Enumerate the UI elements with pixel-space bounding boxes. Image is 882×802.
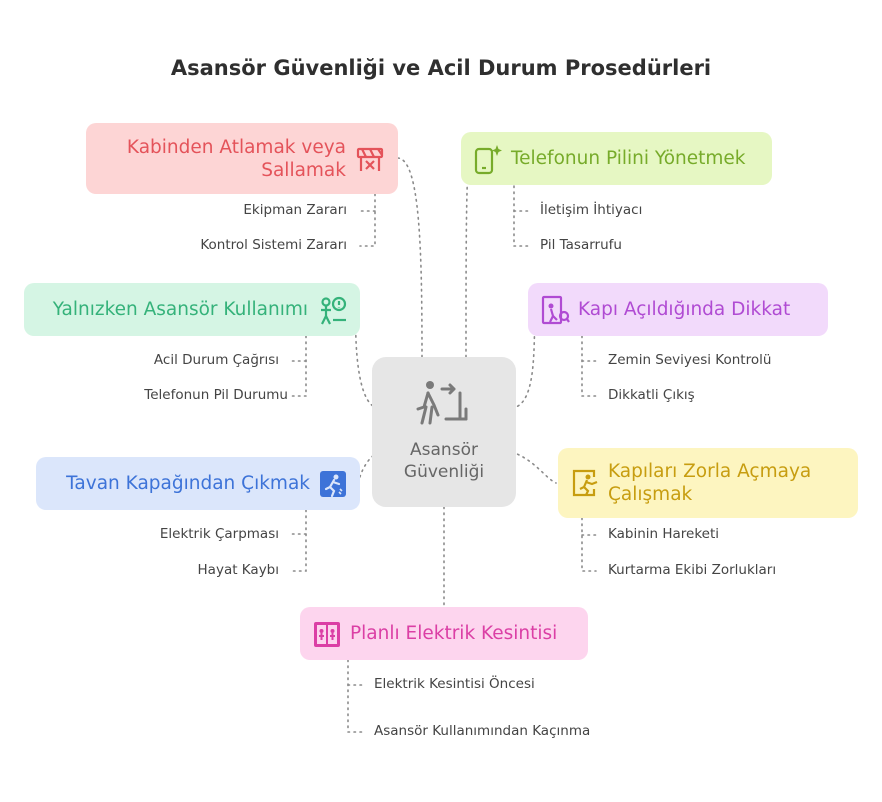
- exit-door-icon: [572, 469, 598, 497]
- branch-force-line2: Çalışmak: [608, 484, 693, 505]
- leaf-door-1: Zemin Seviyesi Kontrolü: [608, 352, 772, 368]
- center-label-line2: Güvenliği: [403, 462, 485, 482]
- branch-force: Kapıları Zorla Açmaya Çalışmak: [558, 448, 858, 518]
- branch-door-label: Kapı Açıldığında Dikkat: [578, 299, 791, 320]
- elevator-panel-icon: [314, 621, 340, 647]
- phone-sparkle-icon: [474, 144, 502, 174]
- diagram-title: Asansör Güvenliği ve Acil Durum Prosedür…: [170, 56, 712, 80]
- elevator-person-icon: [416, 381, 468, 425]
- branch-power-label: Planlı Elektrik Kesintisi: [350, 623, 558, 644]
- leaf-force-1: Kabinin Hareketi: [608, 526, 720, 542]
- branch-ceiling-label: Tavan Kapağından Çıkmak: [66, 473, 310, 494]
- branch-force-line1: Kapıları Zorla Açmaya: [608, 461, 812, 482]
- leaf-jump-2: Kontrol Sistemi Zararı: [200, 237, 347, 253]
- branch-alone: Yalnızken Asansör Kullanımı: [24, 283, 360, 336]
- leaf-ceiling-2: Hayat Kaybı: [197, 562, 279, 578]
- leaf-ceiling-1: Elektrik Çarpması: [159, 526, 279, 542]
- leaf-force-2: Kurtarma Ekibi Zorlukları: [608, 562, 777, 578]
- center-node: Asansör Güvenliği: [372, 357, 516, 507]
- leaf-alone-1: Acil Durum Çağrısı: [153, 352, 279, 368]
- leaf-door-2: Dikkatli Çıkış: [608, 387, 695, 403]
- branch-ceiling: Tavan Kapağından Çıkmak: [36, 457, 360, 510]
- branch-alone-label: Yalnızken Asansör Kullanımı: [52, 299, 308, 320]
- branch-phone-label: Telefonun Pilini Yönetmek: [511, 148, 746, 169]
- leaf-jump-1: Ekipman Zararı: [243, 202, 347, 218]
- branch-power: Planlı Elektrik Kesintisi: [300, 607, 588, 660]
- branch-phone: Telefonun Pilini Yönetmek: [461, 132, 772, 185]
- climbing-person-icon: [320, 470, 346, 497]
- leaf-power-2: Asansör Kullanımından Kaçınma: [374, 723, 591, 739]
- center-label-line1: Asansör: [410, 440, 478, 460]
- door-person-icon: [541, 295, 570, 324]
- leaf-alone-2: Telefonun Pil Durumu: [144, 387, 288, 403]
- leaf-phone-1: İletişim İhtiyacı: [540, 202, 643, 218]
- warning-barrier-icon: [356, 147, 384, 171]
- branch-jump-line2: Sallamak: [261, 159, 346, 181]
- leaf-power-1: Elektrik Kesintisi Öncesi: [374, 676, 535, 692]
- branch-jump: Kabinden Atlamak veya Sallamak: [86, 123, 398, 194]
- branch-door: Kapı Açıldığında Dikkat: [528, 283, 828, 336]
- person-alert-icon: [321, 296, 347, 324]
- branch-jump-line1: Kabinden Atlamak veya: [126, 136, 346, 158]
- leaf-phone-2: Pil Tasarrufu: [540, 237, 622, 253]
